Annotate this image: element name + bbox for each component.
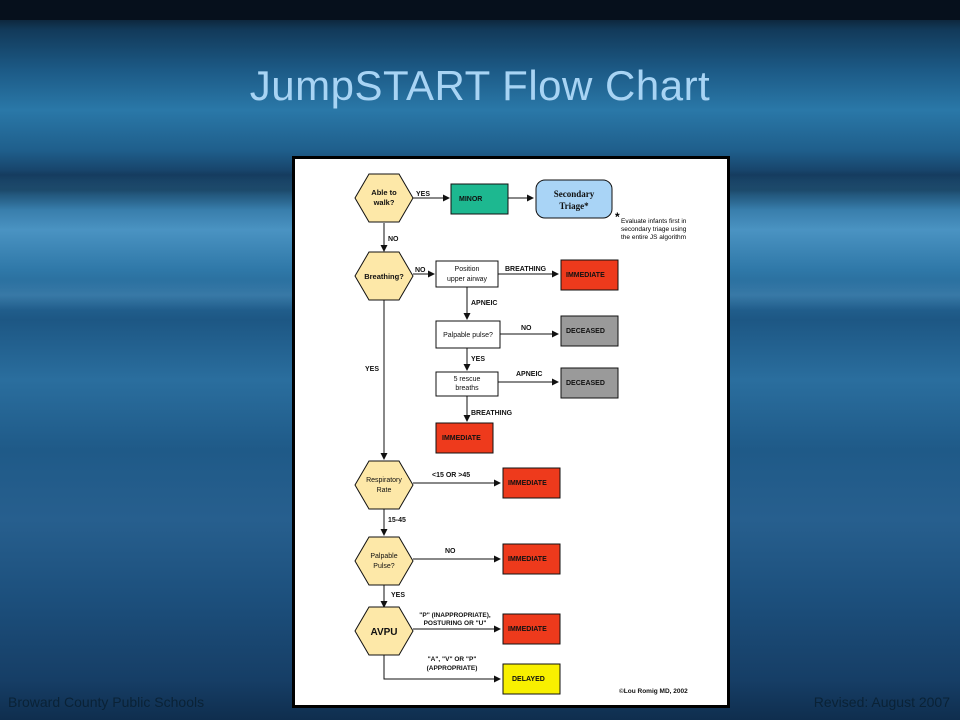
palpable-pulse-hexagon bbox=[354, 536, 414, 586]
top-dark-band bbox=[0, 0, 960, 20]
pulse-yes-label: YES bbox=[471, 356, 485, 363]
walk-label-2: walk? bbox=[373, 198, 395, 207]
deceased-label-2: DECEASED bbox=[566, 380, 605, 387]
resp-rate-hexagon bbox=[354, 460, 414, 510]
walk-hexagon bbox=[354, 173, 414, 223]
palp-no-label: NO bbox=[445, 548, 456, 555]
immediate-label-3: IMMEDIATE bbox=[508, 480, 547, 487]
arrow-avpu-delayed bbox=[383, 655, 501, 683]
immediate-box-5 bbox=[502, 613, 561, 645]
connectors bbox=[380, 194, 559, 683]
deceased-box-2 bbox=[560, 367, 619, 399]
breathing-hexagon bbox=[354, 251, 414, 301]
breathing-result-label: BREATHING bbox=[505, 266, 547, 273]
breathing-label: Breathing? bbox=[364, 272, 404, 281]
note-line-3: the entire JS algorithm bbox=[621, 234, 686, 241]
copyright-label: ©Lou Romig MD, 2002 bbox=[619, 687, 688, 695]
note-line-1: Evaluate infants first in bbox=[621, 218, 687, 225]
breathing-no-label: NO bbox=[415, 267, 426, 274]
breathing-label-2: BREATHING bbox=[471, 410, 513, 417]
position-label-1: Position bbox=[455, 266, 480, 273]
walk-yes-label: YES bbox=[416, 191, 430, 198]
walk-no-label: NO bbox=[388, 236, 399, 243]
note-line-2: secondary triage using bbox=[621, 226, 687, 233]
resp-range-label: <15 OR >45 bbox=[432, 472, 470, 479]
avpu-inapp-label-2: POSTURING OR "U" bbox=[424, 620, 487, 627]
immediate-box-3 bbox=[502, 467, 561, 499]
secondary-triage-box bbox=[535, 179, 613, 219]
immediate-label-1: IMMEDIATE bbox=[566, 272, 605, 279]
avpu-app-label-2: (APPROPRIATE) bbox=[427, 665, 478, 672]
resp-normal-label: 15-45 bbox=[388, 517, 406, 524]
breathing-yes-label: YES bbox=[365, 366, 379, 373]
pulse-question-label: Palpable pulse? bbox=[443, 332, 493, 339]
apneic-label-2: APNEIC bbox=[516, 371, 542, 378]
avpu-hexagon bbox=[354, 606, 414, 656]
immediate-box-1 bbox=[560, 259, 619, 291]
rescue-label-1: 5 rescue bbox=[454, 376, 481, 383]
minor-label: MINOR bbox=[459, 196, 482, 203]
delayed-label: DELAYED bbox=[512, 676, 545, 683]
flowchart-frame: Able to walk? YES MINOR Secondary Triage… bbox=[292, 156, 730, 708]
immediate-box-2 bbox=[435, 422, 494, 454]
avpu-label: AVPU bbox=[370, 627, 397, 638]
rescue-label-2: breaths bbox=[455, 385, 479, 392]
avpu-app-label-1: "A", "V" OR "P" bbox=[428, 656, 477, 663]
rescue-breaths-box bbox=[435, 371, 499, 397]
avpu-inapp-label-1: "P" (INAPPROPRIATE), bbox=[419, 612, 491, 619]
position-airway-box bbox=[435, 260, 499, 288]
apneic-label-1: APNEIC bbox=[471, 300, 497, 307]
immediate-label-5: IMMEDIATE bbox=[508, 626, 547, 633]
immediate-label-2: IMMEDIATE bbox=[442, 435, 481, 442]
secondary-label-1: Secondary bbox=[554, 189, 595, 199]
deceased-box-1 bbox=[560, 315, 619, 347]
pulse-no-label: NO bbox=[521, 325, 532, 332]
minor-box bbox=[450, 183, 509, 215]
flowchart-diagram: Able to walk? YES MINOR Secondary Triage… bbox=[354, 173, 688, 695]
deceased-label-1: DECEASED bbox=[566, 328, 605, 335]
slide-title: JumpSTART Flow Chart bbox=[249, 62, 711, 109]
delayed-box bbox=[502, 663, 561, 695]
note-star: * bbox=[615, 210, 620, 224]
palp-yes-label: YES bbox=[391, 592, 405, 599]
immediate-box-4 bbox=[502, 543, 561, 575]
palp-label-2: Pulse? bbox=[373, 563, 395, 570]
secondary-label-2: Triage* bbox=[559, 201, 589, 211]
palpable-pulse-box bbox=[435, 320, 501, 349]
palp-label-1: Palpable bbox=[370, 553, 397, 560]
resp-label-1: Respiratory bbox=[366, 477, 402, 484]
footer-revised: Revised: August 2007 bbox=[813, 694, 950, 710]
walk-label-1: Able to bbox=[371, 188, 397, 197]
immediate-label-4: IMMEDIATE bbox=[508, 556, 547, 563]
resp-label-2: Rate bbox=[377, 487, 392, 494]
footer-school: Broward County Public Schools bbox=[8, 694, 205, 710]
position-label-2: upper airway bbox=[447, 276, 488, 283]
